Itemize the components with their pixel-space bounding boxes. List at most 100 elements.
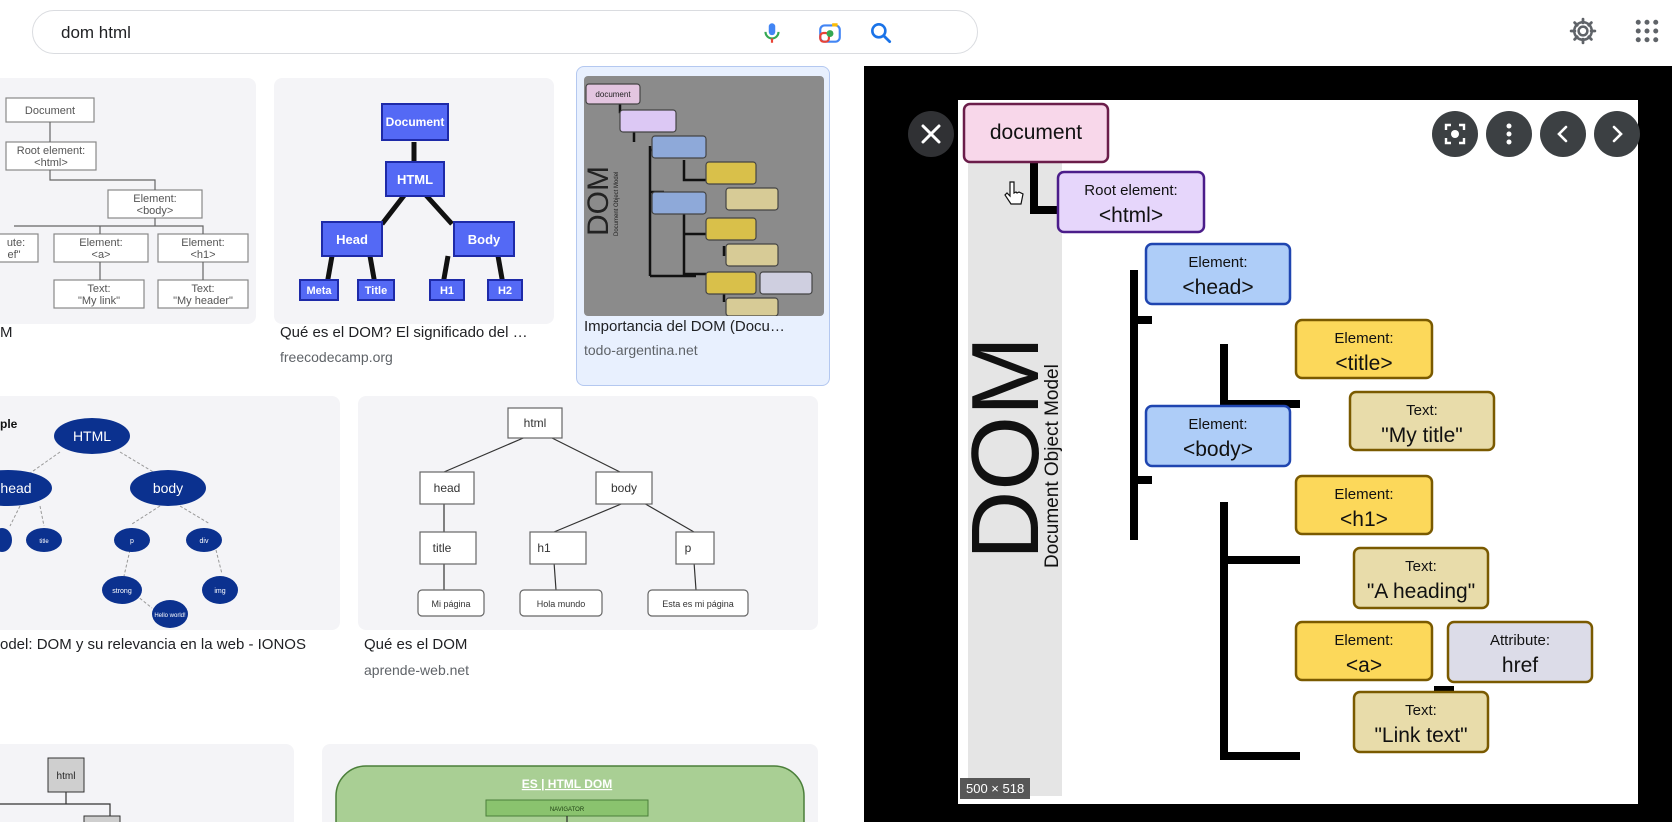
- thumb-label: "My link": [78, 295, 120, 307]
- thumb-label: title: [39, 539, 49, 545]
- dom-tree-thumbnail: html: [0, 757, 121, 822]
- result-thumbnail[interactable]: html: [0, 744, 294, 822]
- title-text-value: "My title": [1381, 424, 1462, 447]
- a-text-value: "Link text": [1374, 724, 1467, 747]
- a-node-label: Element:: [1334, 632, 1393, 649]
- thumb-label: <html>: [34, 157, 68, 169]
- thumb-label: <h1>: [190, 249, 215, 261]
- result-title[interactable]: Importancia del DOM (Docu…: [584, 318, 785, 335]
- result-thumbnail[interactable]: Document HTML Head Body Meta Title H1 H2: [274, 78, 554, 324]
- mic-icon[interactable]: [759, 20, 785, 46]
- visual-search-button[interactable]: [1432, 111, 1478, 157]
- image-result-card[interactable]: html head body title h1 p Mi página Hola…: [358, 396, 818, 706]
- result-title[interactable]: Qué es el DOM: [364, 636, 468, 653]
- thumb-label: Text:: [191, 283, 214, 295]
- thumb-label: ple: [0, 417, 18, 431]
- previous-image-button[interactable]: [1540, 111, 1586, 157]
- image-result-card-selected[interactable]: document DOM Document Object Model Impor…: [584, 66, 824, 376]
- result-title[interactable]: odel: DOM y su relevancia en la web - IO…: [0, 636, 306, 653]
- image-result-card[interactable]: HTML head body title p div strong img He…: [0, 396, 340, 706]
- a-node-tag: <a>: [1346, 654, 1382, 677]
- root-node-label: Root element:: [1084, 182, 1177, 199]
- thumb-label: ute:: [7, 237, 25, 249]
- dom-tree-thumbnail: ES | HTML DOM NAVIGATOR: [335, 765, 805, 822]
- body-node-tag: <body>: [1183, 438, 1253, 461]
- result-source[interactable]: freecodecamp.org: [280, 349, 393, 365]
- head-node-tag: <head>: [1182, 276, 1253, 299]
- thumb-label: ES | HTML DOM: [522, 777, 612, 791]
- close-viewer-button[interactable]: [908, 111, 954, 157]
- title-node-label: Element:: [1334, 330, 1393, 347]
- result-thumbnail[interactable]: HTML head body title p div strong img He…: [0, 396, 340, 630]
- a-text-label: Text:: [1405, 702, 1437, 719]
- thumb-label: Element:: [181, 237, 224, 249]
- image-viewer-panel: DOM Document Object Model: [864, 66, 1672, 822]
- thumb-label: Element:: [79, 237, 122, 249]
- search-icon[interactable]: [868, 20, 894, 46]
- thumb-label: html: [524, 416, 547, 430]
- thumb-label: HTML: [397, 172, 433, 187]
- thumb-label: p: [685, 541, 692, 555]
- thumb-label: title: [433, 541, 452, 555]
- thumb-label: H2: [498, 285, 512, 297]
- thumb-label: head: [434, 481, 461, 495]
- thumb-label: Mi página: [431, 599, 470, 609]
- thumb-label: <a>: [92, 249, 111, 261]
- thumb-label: Hello world!: [154, 613, 186, 619]
- thumb-label: Document: [25, 105, 75, 117]
- thumb-label: p: [130, 538, 134, 545]
- lens-icon: [1444, 123, 1466, 145]
- image-result-card[interactable]: Document Root element: <html> Element: <…: [0, 66, 256, 376]
- document-node-label: document: [990, 121, 1082, 144]
- thumb-label: Hola mundo: [537, 599, 586, 609]
- thumb-label: Esta es mi página: [662, 599, 734, 609]
- top-bar: [0, 0, 1672, 66]
- thumb-label: Meta: [306, 285, 332, 297]
- preview-image[interactable]: DOM Document Object Model: [958, 100, 1638, 804]
- result-source[interactable]: todo-argentina.net: [584, 342, 698, 358]
- hand-cursor-icon: [1004, 181, 1024, 205]
- image-dimensions: 500 × 518: [960, 778, 1031, 799]
- body-node-label: Element:: [1188, 416, 1247, 433]
- thumb-label: h1: [537, 541, 551, 555]
- thumb-label: Body: [468, 232, 501, 247]
- image-results-grid: Document Root element: <html> Element: <…: [0, 66, 864, 822]
- thumb-label: Document Object Model: [614, 172, 620, 236]
- thumb-label: Head: [336, 232, 368, 247]
- dom-tree-thumbnail: HTML head body title p div strong img He…: [0, 417, 238, 628]
- next-image-button[interactable]: [1594, 111, 1640, 157]
- gear-icon[interactable]: [1568, 16, 1598, 46]
- thumb-label: DOM: [584, 166, 615, 236]
- thumb-label: Document: [386, 115, 445, 129]
- image-result-card[interactable]: ES | HTML DOM NAVIGATOR: [322, 744, 818, 822]
- thumb-label: <body>: [137, 205, 174, 217]
- thumb-label: body: [153, 480, 183, 496]
- apps-grid-icon[interactable]: [1632, 16, 1662, 46]
- thumb-label: H1: [440, 285, 454, 297]
- close-icon: [921, 124, 941, 144]
- thumb-label: Text:: [87, 283, 110, 295]
- search-box: [32, 10, 978, 54]
- image-result-card[interactable]: Document HTML Head Body Meta Title H1 H2…: [274, 66, 554, 376]
- dom-diagram: DOM Document Object Model: [958, 102, 1594, 796]
- title-text-label: Text:: [1406, 402, 1438, 419]
- result-source[interactable]: aprende-web.net: [364, 662, 470, 678]
- result-thumbnail[interactable]: document DOM Document Object Model: [584, 76, 824, 316]
- result-thumbnail[interactable]: Document Root element: <html> Element: <…: [0, 78, 256, 324]
- title-node-tag: <title>: [1335, 352, 1392, 375]
- result-thumbnail[interactable]: ES | HTML DOM NAVIGATOR: [322, 744, 818, 822]
- thumb-label: Element:: [133, 193, 176, 205]
- search-input[interactable]: [59, 21, 823, 45]
- dom-tree-thumbnail: html head body title h1 p Mi página Hola…: [417, 407, 749, 617]
- result-thumbnail[interactable]: html head body title h1 p Mi página Hola…: [358, 396, 818, 630]
- dom-tree-thumbnail: document DOM Document Object Model: [584, 83, 813, 316]
- thumb-label: HTML: [73, 428, 111, 444]
- h1-text-label: Text:: [1405, 558, 1437, 575]
- result-title[interactable]: Qué es el DOM? El significado del …: [280, 324, 528, 341]
- root-node-tag: <html>: [1099, 204, 1163, 227]
- dom-vertical-title: DOM: [958, 336, 1059, 560]
- image-result-card[interactable]: html: [0, 744, 294, 822]
- more-options-button[interactable]: [1486, 111, 1532, 157]
- result-title[interactable]: M: [0, 324, 13, 341]
- camera-lens-icon[interactable]: [817, 20, 843, 46]
